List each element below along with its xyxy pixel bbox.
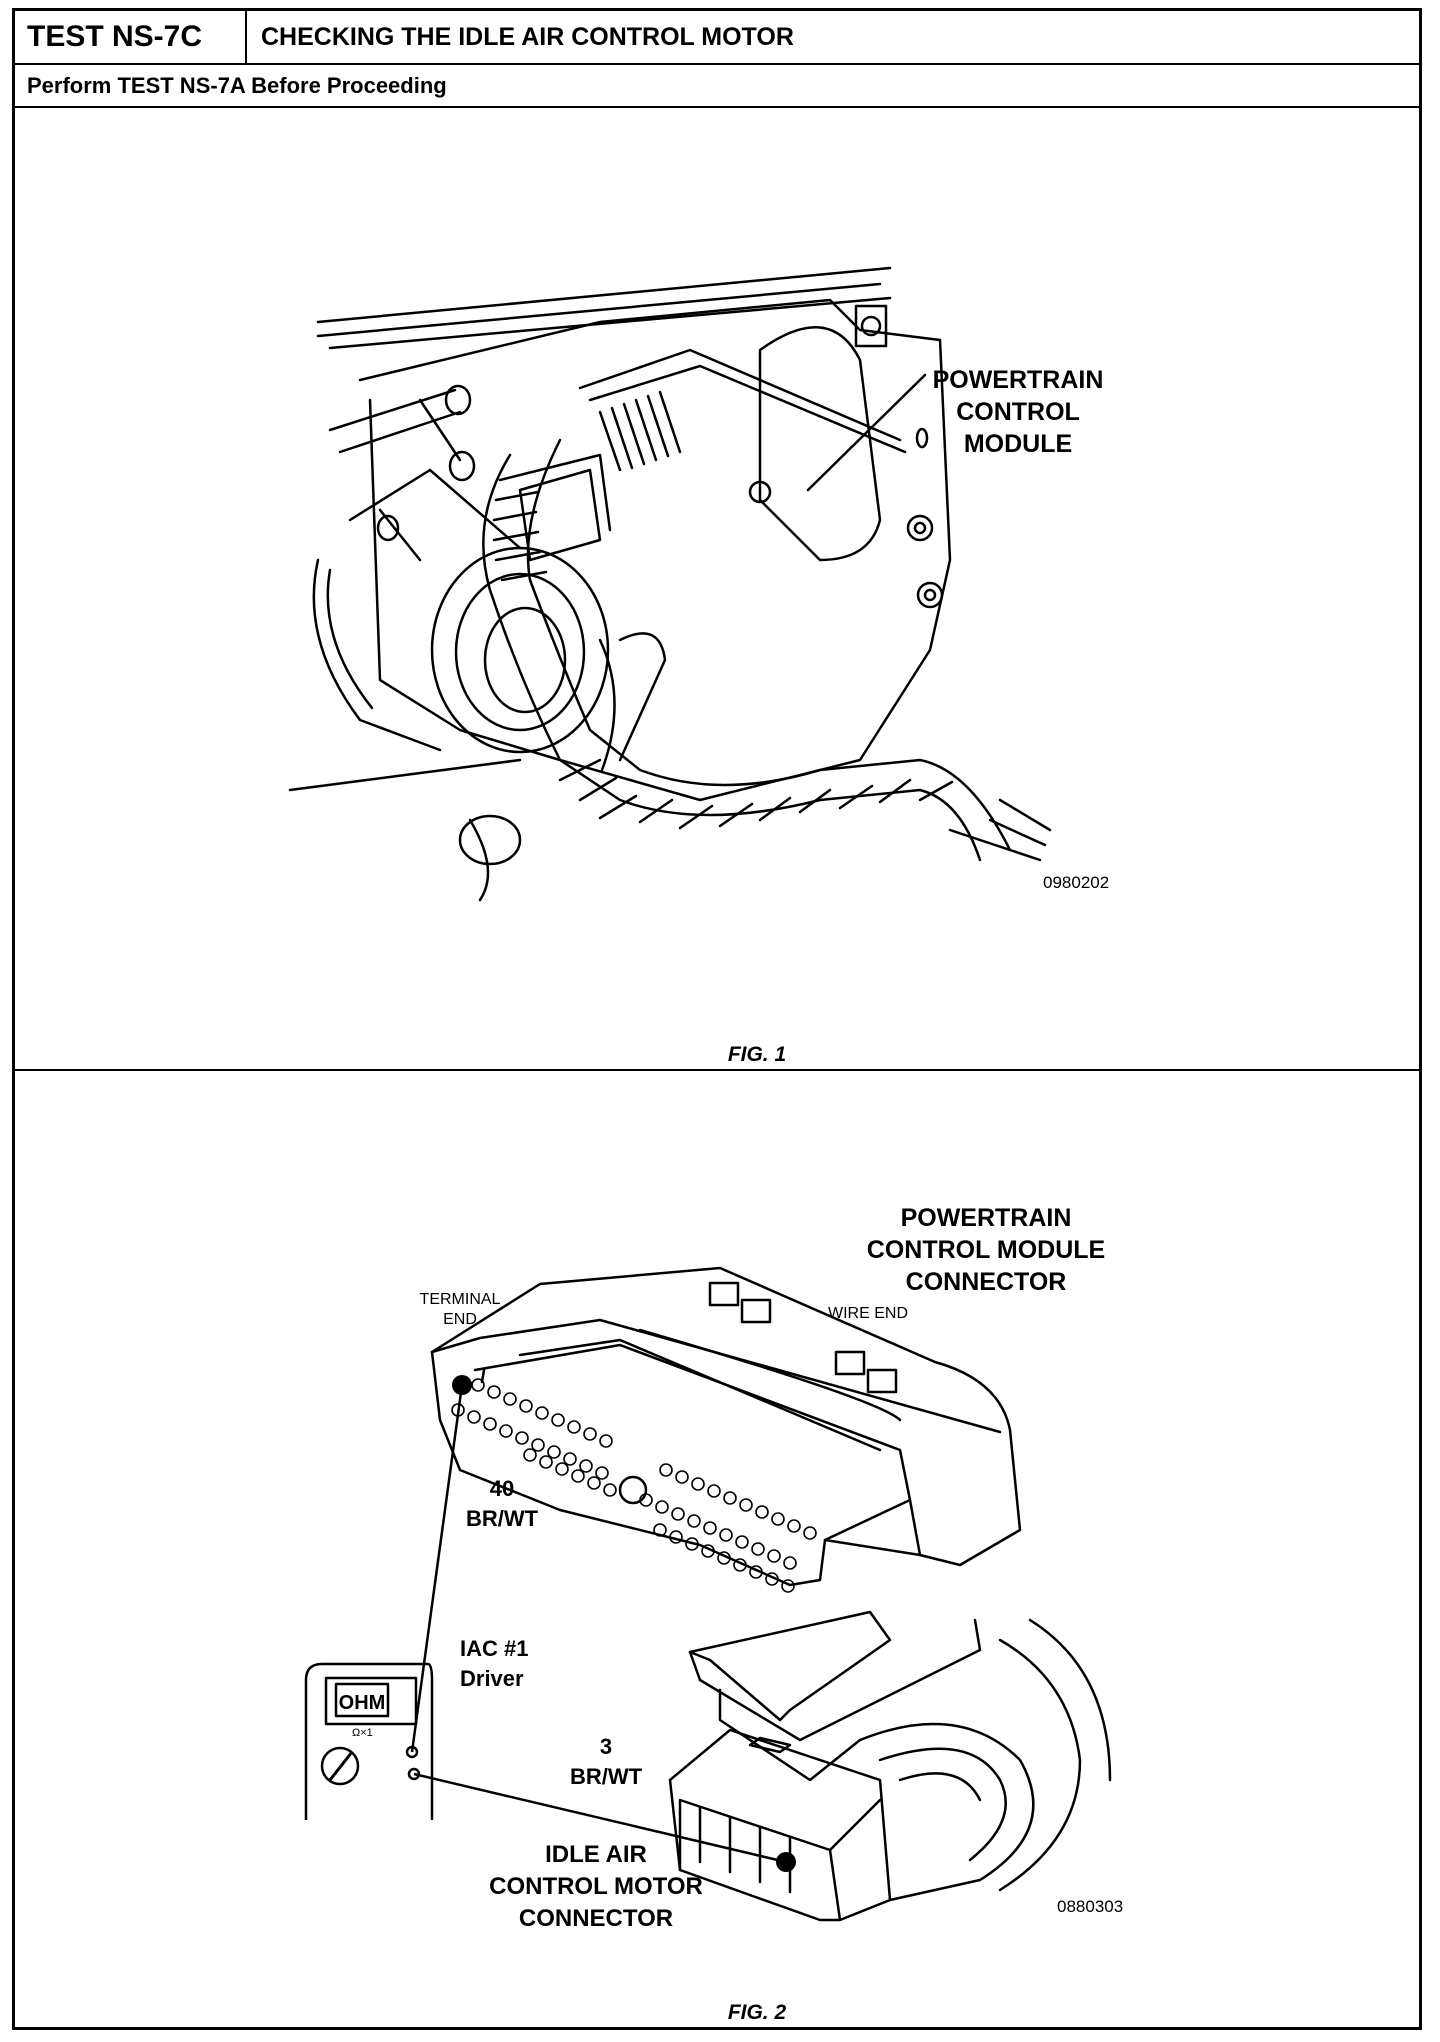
- pin40-number: 40: [490, 1476, 514, 1501]
- figure-divider: [15, 1069, 1419, 1071]
- terminal-end-label-line2: END: [443, 1311, 477, 1328]
- fig2-ohmmeter: [304, 1662, 434, 1820]
- pcm-connector-label-line2: CONTROL MODULE: [867, 1236, 1105, 1264]
- test-header: TEST NS-7C CHECKING THE IDLE AIR CONTROL…: [15, 11, 1419, 65]
- fig2-part-number: 0880303: [1057, 1897, 1123, 1916]
- fig2-test-leads: [410, 1384, 787, 1864]
- circuit-name-line1: IAC #1: [460, 1636, 528, 1661]
- prerequisite-note: Perform TEST NS-7A Before Proceeding: [15, 65, 1419, 108]
- pin3-color: BR/WT: [570, 1764, 643, 1789]
- terminal-end-label-line1: TERMINAL: [420, 1291, 501, 1308]
- fig1-caption: FIG. 1: [727, 1043, 787, 1066]
- iac-connector-label-line1: IDLE AIR: [545, 1841, 647, 1868]
- pin3-number: 3: [600, 1734, 612, 1759]
- fig2-pcm-connector: [430, 1266, 1022, 1587]
- pcm-connector-label-line1: POWERTRAIN: [901, 1204, 1072, 1232]
- test-title: CHECKING THE IDLE AIR CONTROL MOTOR: [261, 23, 794, 51]
- fig1-labels: POWERTRAIN CONTROL MODULE 0980202: [933, 366, 1110, 892]
- iac-connector-label-line2: CONTROL MOTOR: [489, 1873, 703, 1900]
- pin40-color: BR/WT: [466, 1506, 539, 1531]
- fig1-callout-line2: CONTROL: [956, 398, 1080, 426]
- test-sheet: TEST NS-7C CHECKING THE IDLE AIR CONTROL…: [12, 8, 1422, 2030]
- fig2-iac-connector: [668, 1610, 1112, 1922]
- ohmmeter-range: Ω×1: [352, 1727, 373, 1739]
- fig1-callout-line1: POWERTRAIN: [933, 366, 1104, 394]
- iac-connector-label-line3: CONNECTOR: [519, 1905, 673, 1932]
- ohmmeter-display: OHM: [339, 1692, 386, 1714]
- fig1-part-number: 0980202: [1043, 873, 1109, 892]
- fig2-pin-grid: [451, 1378, 817, 1593]
- fig2-labels: POWERTRAIN CONTROL MODULE CONNECTOR TERM…: [420, 1204, 1124, 1932]
- test-id: TEST NS-7C: [15, 11, 247, 63]
- fig2-caption: FIG. 2: [727, 2001, 787, 2024]
- circuit-name-line2: Driver: [460, 1666, 524, 1691]
- pcm-connector-label-line3: CONNECTOR: [906, 1268, 1067, 1296]
- fig1-callout-line3: MODULE: [964, 430, 1072, 458]
- wire-end-label: WIRE END: [828, 1305, 908, 1322]
- fig1-pcm-illustration: [288, 266, 1052, 902]
